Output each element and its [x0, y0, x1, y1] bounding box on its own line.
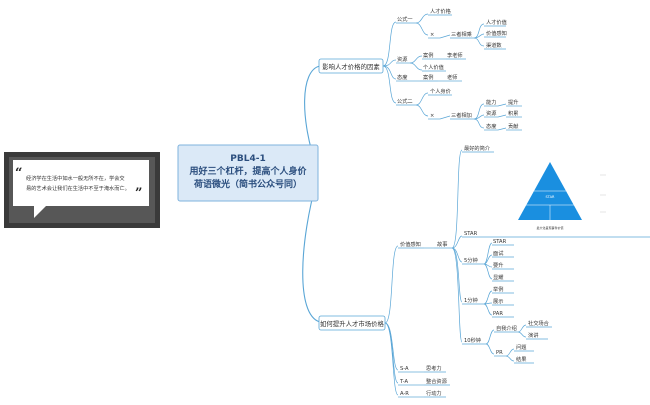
star-pyramid-image: STAR 最大化呈现事件价值	[462, 155, 650, 235]
node-best-intro[interactable]: 最好的简介	[464, 144, 491, 152]
central-topic-line-1: PBL4-1	[230, 154, 265, 164]
node-talent-value[interactable]: 人才价值	[486, 18, 507, 26]
node-show-off[interactable]: 显耀	[493, 273, 503, 281]
node-star[interactable]: STAR	[464, 231, 478, 237]
node-attitude[interactable]: 态度	[397, 73, 407, 81]
node-resource-case[interactable]: 案例	[423, 51, 433, 59]
node-triple-multiply[interactable]: 三者相乘	[451, 30, 472, 38]
node-five-min-star[interactable]: STAR	[493, 239, 507, 245]
node-talent-price[interactable]: 人才价格	[430, 7, 452, 15]
times-sign-2: ×	[430, 113, 434, 119]
node-self-intro[interactable]: 自我介绍	[496, 324, 517, 332]
node-five-min[interactable]: 5分钟	[464, 256, 478, 264]
node-display[interactable]: 展示	[493, 298, 503, 305]
node-integrate-resources[interactable]: 整合资源	[426, 377, 448, 385]
branch-influence-factors[interactable]: 影响人才价格的因素	[318, 58, 384, 74]
node-channel-count[interactable]: 渠道数	[486, 41, 502, 49]
node-triple-add[interactable]: 三者相加	[451, 111, 472, 119]
branch-influence-factors-label: 影响人才价格的因素	[322, 62, 380, 71]
quote-close-mark: ”	[135, 186, 142, 201]
branch-how-to-raise[interactable]: 如何提升人才市场价格	[318, 315, 386, 331]
node-par[interactable]: PAR	[493, 311, 503, 317]
formula-1-label: 公式一	[397, 15, 413, 23]
quote-card: “ ” 经济学在生活中如水一般无所不在，学会交 易的艺术会让我们在生活中不至于淹…	[4, 152, 160, 228]
times-sign: ×	[430, 32, 434, 38]
quote-open-mark: “	[15, 166, 22, 181]
node-formula-2[interactable]: 公式二	[397, 97, 413, 105]
node-problem[interactable]: 问题	[516, 343, 526, 351]
node-ta[interactable]: T-A	[399, 379, 408, 385]
node-speech[interactable]: 演讲	[528, 331, 538, 339]
node-contribute[interactable]: 贡献	[508, 122, 518, 130]
node-attitude-2[interactable]: 态度	[486, 122, 496, 130]
node-pr[interactable]: PR	[496, 350, 503, 356]
node-improve[interactable]: 提升	[508, 98, 518, 106]
quote-line-2: 易的艺术会让我们在生活中不至于淹水而亡。	[26, 184, 130, 192]
central-topic-line-2: 用好三个杠杆，提高个人身价	[188, 165, 307, 177]
central-topic[interactable]: PBL4-1 用好三个杠杆，提高个人身价 荷语微光（简书公众号同）	[177, 144, 319, 202]
node-ability[interactable]: 能力	[486, 98, 496, 106]
node-resource-case-person[interactable]: 李老师	[447, 51, 463, 59]
node-result[interactable]: 结果	[516, 355, 526, 363]
pyramid-caption: 最大化呈现事件价值	[536, 225, 563, 230]
branch-how-to-raise-label: 如何提升人才市场价格	[320, 319, 385, 328]
node-sa[interactable]: S-A	[400, 366, 409, 372]
pyramid-center-label: STAR	[546, 195, 555, 199]
node-resource[interactable]: 资源	[397, 55, 408, 63]
node-story[interactable]: 故事	[437, 240, 447, 248]
central-topic-line-3: 荷语微光（简书公众号同）	[193, 178, 302, 190]
quote-line-1: 经济学在生活中如水一般无所不在，学会交	[26, 174, 125, 182]
node-one-min[interactable]: 1分钟	[464, 296, 478, 304]
node-personal-price[interactable]: 个人身价	[430, 87, 452, 95]
node-formula-1[interactable]: 公式一	[396, 15, 416, 24]
node-value-perception-2[interactable]: 价值感知	[400, 240, 421, 248]
node-personal-value[interactable]: 个人价值	[423, 63, 444, 71]
node-accumulate[interactable]: 积累	[508, 110, 518, 117]
node-example[interactable]: 举例	[493, 285, 503, 293]
node-thinking[interactable]: 思考力	[426, 364, 442, 372]
node-interview[interactable]: 面试	[493, 249, 504, 257]
node-promote[interactable]: 要升	[493, 261, 503, 269]
node-ar[interactable]: A-R	[400, 391, 409, 397]
node-action[interactable]: 行动力	[426, 389, 442, 397]
node-value-perception[interactable]: 价值感知	[486, 29, 507, 37]
node-resource-2[interactable]: 资源	[486, 109, 497, 117]
node-ten-sec[interactable]: 10秒钟	[464, 336, 481, 344]
node-social[interactable]: 社交场合	[528, 319, 550, 327]
node-attitude-case[interactable]: 案例	[423, 73, 433, 81]
node-attitude-case-person[interactable]: 老师	[447, 73, 457, 81]
